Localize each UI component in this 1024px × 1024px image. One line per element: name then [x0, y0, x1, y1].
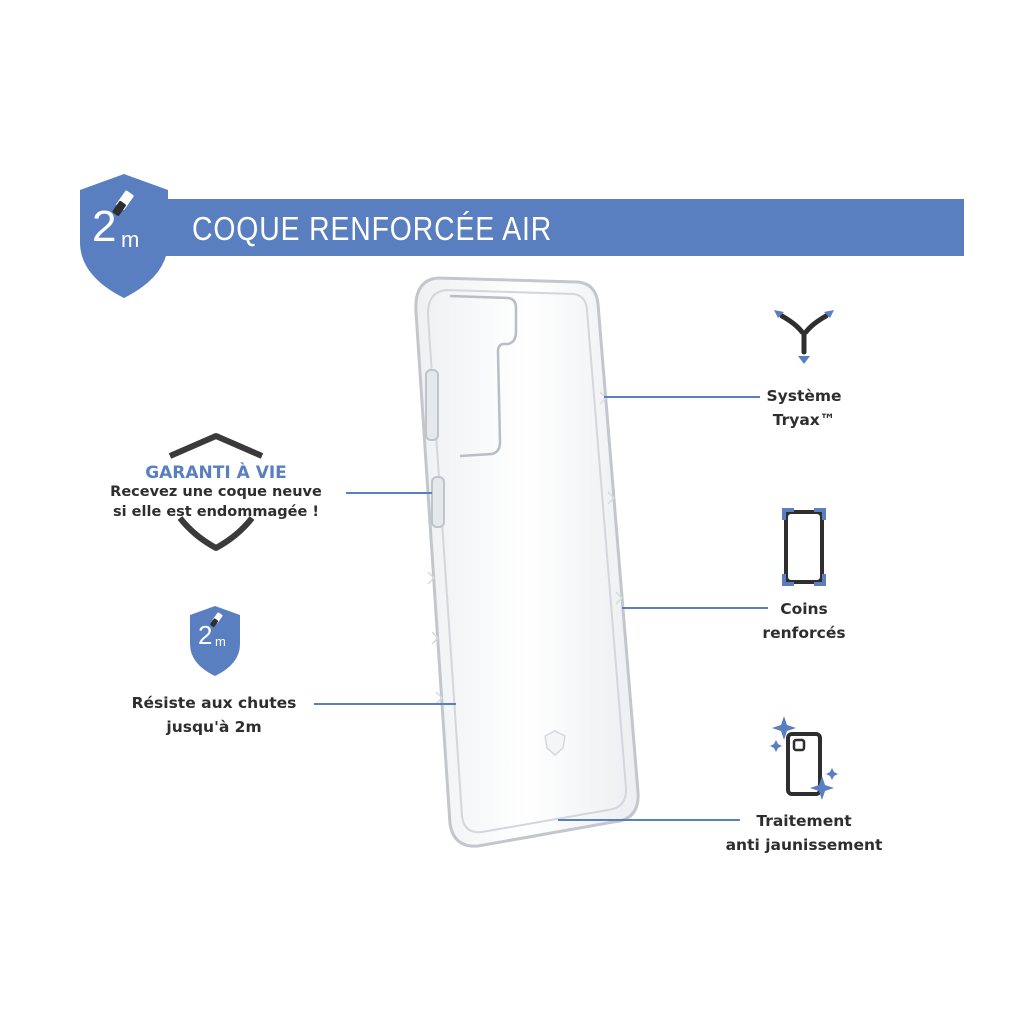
feature-tryax-line2: Tryax™	[772, 411, 836, 429]
feature-corners-line1: Coins	[780, 600, 828, 618]
feature-tryax: Système Tryax™	[744, 384, 864, 432]
guarantee-text: Recevez une coque neuve si elle est endo…	[82, 482, 350, 522]
shield-outline-icon	[168, 433, 264, 551]
badge-unit: m	[121, 227, 140, 252]
drop-badge-value: 2	[198, 620, 213, 650]
anti-yellowing-connector-line	[558, 819, 740, 821]
sparkle-phone-icon	[770, 716, 838, 800]
tryax-connector-line	[604, 396, 760, 398]
shield-2m-badge-icon	[80, 174, 168, 298]
feature-drop-line1: Résiste aux chutes	[131, 694, 297, 712]
drop-badge-unit: m	[215, 634, 226, 649]
feature-drop-line2: jusqu'à 2m	[166, 718, 262, 736]
reinforced-corners-icon	[782, 508, 826, 586]
feature-anti-yellowing: Traitement anti jaunissement	[704, 809, 904, 857]
tryax-icon	[774, 310, 834, 364]
shield-2m-icon	[190, 606, 240, 676]
feature-anti-yellowing-line2: anti jaunissement	[725, 836, 883, 854]
guarantee-line1: Recevez une coque neuve	[110, 484, 322, 500]
guarantee-line2: si elle est endommagée !	[113, 504, 319, 520]
feature-tryax-line1: Système	[766, 387, 842, 405]
badge-value: 2	[92, 202, 117, 251]
feature-drop: Résiste aux chutes jusqu'à 2m	[114, 691, 314, 739]
feature-corners-line2: renforcés	[762, 624, 846, 642]
feature-corners: Coins renforcés	[744, 597, 864, 645]
guarantee-title: GARANTI À VIE	[145, 463, 287, 483]
guarantee-connector-line	[346, 492, 432, 494]
drop-connector-line	[314, 703, 456, 705]
phone-case-image	[414, 276, 640, 848]
corners-connector-line	[622, 607, 768, 609]
page-title: COQUE RENFORCÉE AIR	[192, 210, 553, 247]
title-banner	[163, 199, 964, 256]
feature-anti-yellowing-line1: Traitement	[756, 812, 852, 830]
